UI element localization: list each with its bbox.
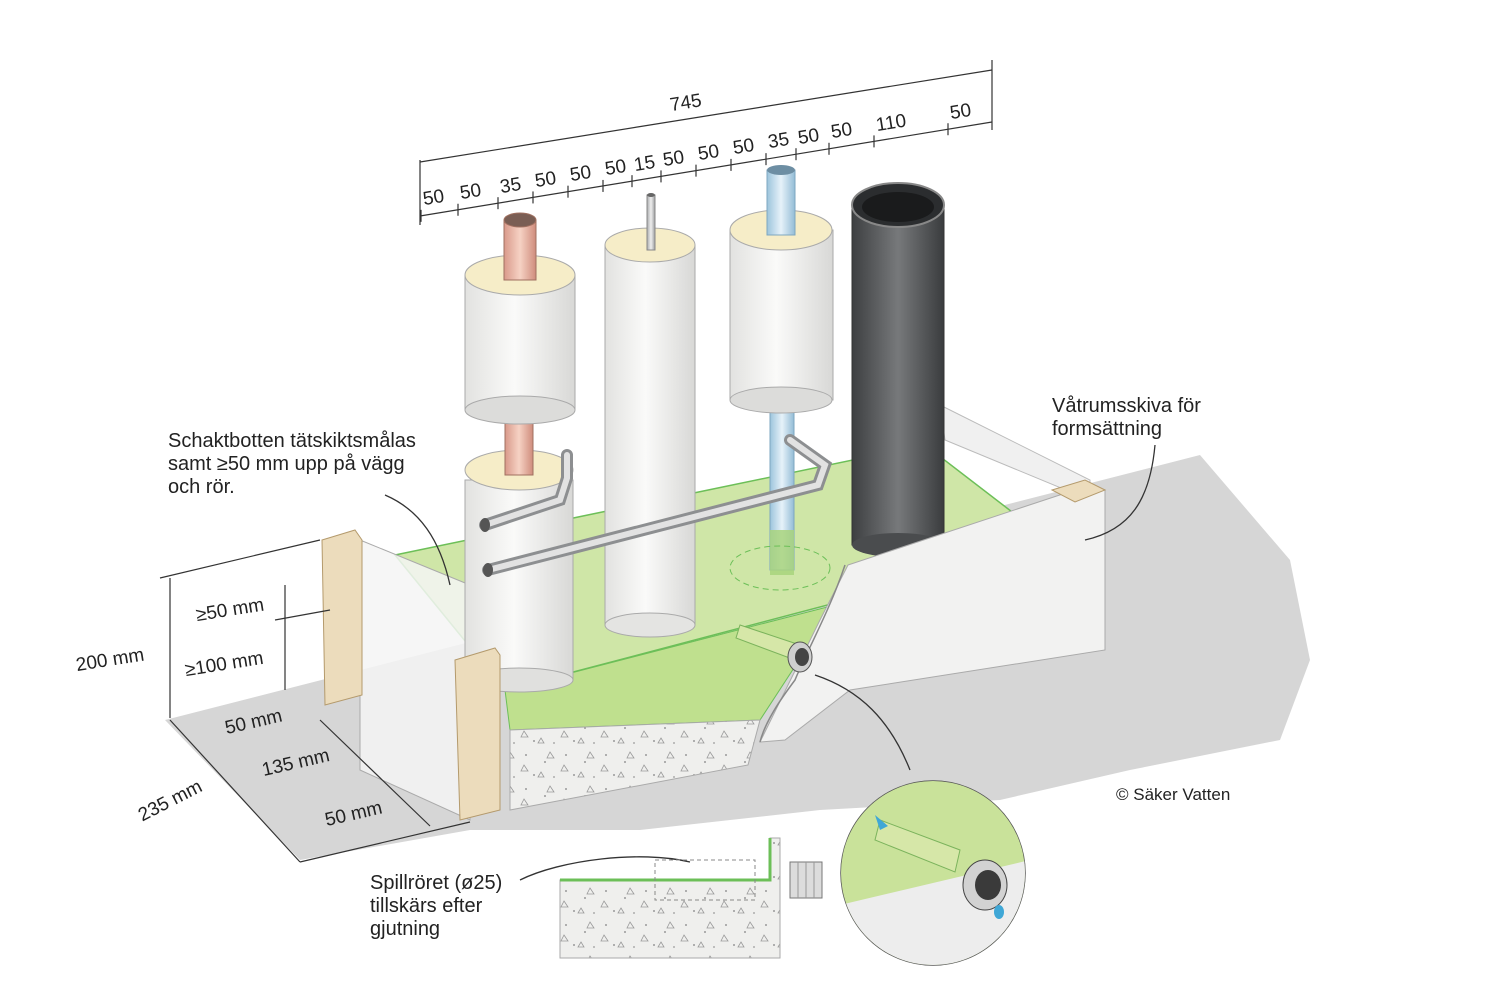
overflow-pipe [735, 624, 813, 673]
dim-top-segment: 110 [874, 110, 908, 136]
top-dimension-lines [419, 60, 993, 225]
timber-post-left [321, 529, 363, 706]
drain-pipe [851, 182, 945, 557]
dim-top-segment: 50 [829, 119, 854, 144]
left-wall-board [359, 539, 471, 821]
dim-top-segment: 50 [948, 99, 973, 124]
insulated-thin-pipe [604, 193, 696, 638]
dim-top-segment: 50 [661, 146, 686, 171]
copyright-text: © Säker Vatten [1116, 785, 1231, 804]
timber-post-front [454, 647, 501, 821]
leader-arrows [384, 444, 1156, 881]
dim-top-segment: 35 [498, 173, 523, 198]
dim-top-segment: 50 [533, 167, 558, 192]
dim-top-segment: 50 [458, 180, 483, 205]
insulated-cold-pipe [729, 165, 834, 591]
concrete-slab [509, 719, 761, 811]
horizontal-steel-pipes [479, 434, 833, 577]
dim-top-segment: 50 [568, 161, 593, 187]
zoom-detail-circle [840, 780, 1026, 966]
dim-top-segment: 50 [796, 124, 821, 149]
dim-top-segment: 15 [632, 151, 657, 176]
insulated-copper-pipe [464, 212, 576, 693]
vatrumsskiva-label: Våtrumsskiva för formsättning [1052, 395, 1201, 440]
section-detail [559, 837, 823, 959]
dim-top-segment: 50 [421, 186, 446, 211]
dim-top-segment: 50 [731, 135, 756, 160]
dim-top-segment: 35 [766, 129, 791, 154]
schaktbotten-label: Schaktbotten tätskiktsmålas samt ≥50 mm … [168, 430, 416, 498]
timber-post-right [1050, 479, 1107, 503]
spillroret-label: Spillröret (ø25) tillskärs efter gjutnin… [370, 872, 503, 940]
top-dimension-ticks [420, 123, 949, 222]
dim-top-segment: 50 [603, 156, 628, 181]
dim-top-segment: 50 [696, 140, 721, 165]
right-wall-cut-line [759, 564, 846, 743]
left-dimension-lines [159, 539, 471, 863]
